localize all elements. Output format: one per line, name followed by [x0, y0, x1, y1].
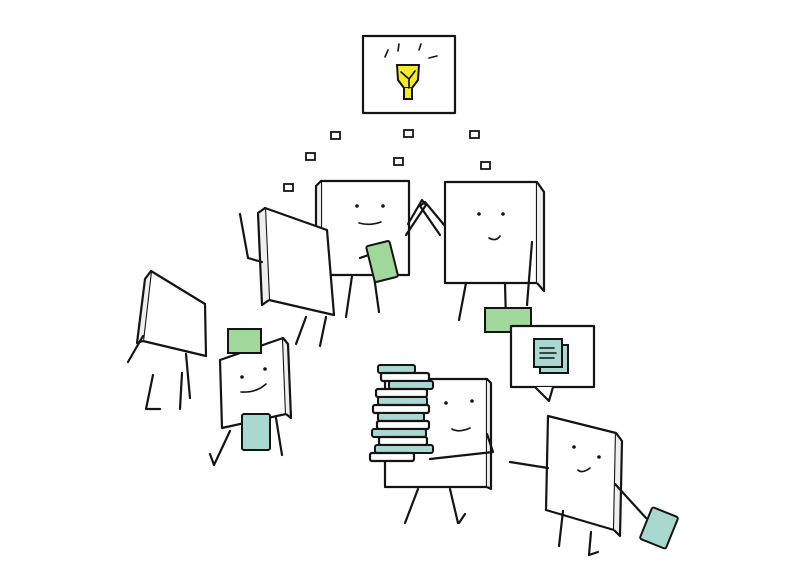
teal-card-icon — [241, 413, 271, 451]
floating-square-icon — [330, 131, 341, 140]
green-card-icon — [227, 328, 262, 354]
document-stack-icon — [533, 338, 569, 374]
floating-square-icon — [393, 157, 404, 166]
floating-square-icon — [403, 129, 414, 138]
teal-card-icon — [639, 506, 679, 550]
floating-squares — [283, 129, 491, 192]
floating-square-icon — [283, 183, 294, 192]
character-left-upper — [238, 206, 336, 348]
character-lower-right — [508, 414, 679, 557]
book-stack-icon — [368, 364, 434, 463]
speech-bubble-icon — [509, 324, 596, 403]
floating-square-icon — [480, 161, 491, 170]
lightbulb-icon — [384, 43, 438, 100]
character-book-stack — [368, 364, 495, 525]
floating-square-icon — [469, 130, 480, 139]
green-card-icon — [365, 240, 399, 283]
idea-board — [361, 34, 457, 115]
character-high-five-center — [314, 179, 428, 319]
character-far-left — [126, 269, 208, 411]
floating-square-icon — [305, 152, 316, 161]
character-mid-left — [208, 328, 293, 467]
character-right-upper — [418, 180, 546, 333]
